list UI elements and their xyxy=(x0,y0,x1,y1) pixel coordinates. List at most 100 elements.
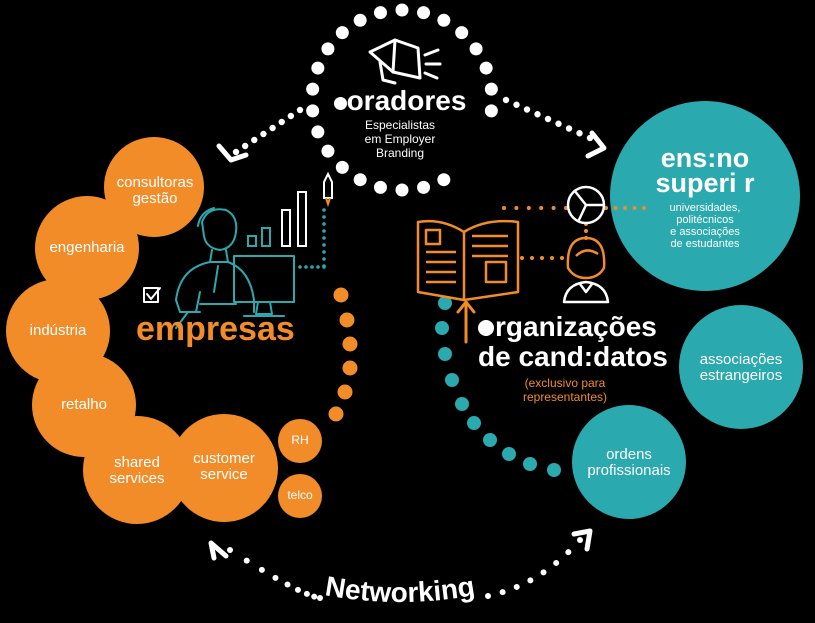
oradores-ring-dot xyxy=(321,42,335,56)
oradores-ring-dot xyxy=(353,13,367,27)
connector-dot xyxy=(642,206,646,210)
arrow-dot xyxy=(513,101,520,108)
networking-dot xyxy=(485,593,491,599)
teal-arc-dot xyxy=(483,433,497,447)
office-worker-icon xyxy=(143,207,295,329)
organizacoes-title-line1: rganizações xyxy=(478,312,678,342)
oradores-subtitle: Especialistas em Employer Branding xyxy=(340,118,460,160)
megaphone-icon xyxy=(368,38,442,85)
oradores-ring-dot xyxy=(306,104,320,118)
connector-dot xyxy=(584,229,588,233)
connector-dot xyxy=(540,256,544,260)
connector-dot xyxy=(560,256,564,260)
oradores-ring-dot xyxy=(335,160,349,174)
orange-arc-dot xyxy=(342,360,358,376)
dotted-arrows xyxy=(227,96,594,601)
bubble-ordens xyxy=(572,405,686,519)
connector-dot xyxy=(502,206,506,210)
oradores-ring-dot xyxy=(353,173,367,187)
oradores-ring-dot xyxy=(321,144,335,158)
arrowhead-right-top xyxy=(585,130,607,159)
oradores-ring-dot xyxy=(437,13,451,27)
oradores-ring-dot xyxy=(395,3,409,17)
sector-rh: RH xyxy=(291,433,309,447)
bubble-customer-service xyxy=(170,414,278,522)
organizacoes-title: rganizações de cand:datos xyxy=(478,312,678,372)
arrow-dot xyxy=(241,142,249,150)
connector-dot xyxy=(623,206,627,210)
arrow-dot xyxy=(296,106,304,114)
book-icon xyxy=(416,219,520,302)
connector-dot xyxy=(551,206,556,210)
connector-dot xyxy=(304,265,308,269)
connector-dot xyxy=(310,265,314,269)
networking-dot xyxy=(499,589,506,596)
oradores-ring-dot xyxy=(417,6,431,20)
sector-industria: indústria xyxy=(29,322,87,339)
arrow-dot xyxy=(269,124,276,132)
arrow-dot xyxy=(565,125,573,132)
organizacoes-note-line: (exclusivo para xyxy=(524,376,606,390)
bubble-rh xyxy=(278,419,322,463)
teal-arc-dot xyxy=(438,296,452,310)
teal-arc-dot xyxy=(445,373,459,387)
oradores-ring-dot xyxy=(417,180,431,194)
arrowhead-left-top xyxy=(216,143,249,163)
teal-arc-dot xyxy=(502,447,516,461)
oradores-ring-dot xyxy=(373,180,387,194)
oradores-ring-dot xyxy=(311,61,325,75)
ensino-desc-line: universidades, xyxy=(669,202,741,214)
connector-dot xyxy=(322,229,326,233)
networking-label: Networking xyxy=(323,570,477,608)
networking-dot xyxy=(258,566,265,573)
orange-dotted-arc xyxy=(328,287,358,422)
bubble-ensino-superior xyxy=(610,101,800,291)
connector-dot xyxy=(514,206,519,210)
ensino-description: universidades, politécnicos e associaçõe… xyxy=(636,202,774,250)
arrow-dot xyxy=(544,115,552,123)
sector-customer-service: customer service xyxy=(193,450,255,483)
oradores-ring xyxy=(306,3,498,197)
sector-telco: telco xyxy=(287,488,313,502)
arrow-dot xyxy=(287,112,295,120)
connector-dot xyxy=(550,256,554,260)
arrow-dot xyxy=(278,118,285,126)
oradores-subtitle-line: em Employer xyxy=(364,132,436,146)
networking-dot xyxy=(540,569,547,576)
oradores-ring-dot xyxy=(306,82,320,96)
arrow-dot xyxy=(576,130,583,137)
ensino-title-line1: ens:no xyxy=(660,143,750,173)
teal-dotted-arc xyxy=(435,296,561,477)
connector-dot xyxy=(322,257,326,261)
oradores-subtitle-line: Branding xyxy=(375,146,425,160)
connector-dot xyxy=(526,206,531,210)
teal-arc-dot xyxy=(523,457,537,471)
connector-dot xyxy=(322,236,326,240)
bubble-shared-services xyxy=(83,416,191,524)
ordens-label: ordens profissionais xyxy=(587,446,671,479)
orange-arc-dot xyxy=(328,406,344,422)
arrow-dot xyxy=(260,130,267,138)
connector-dot xyxy=(613,206,618,210)
networking-dot xyxy=(272,574,279,581)
ensino-desc-line: de estudantes xyxy=(670,238,740,250)
connector-dot xyxy=(520,256,524,260)
empresas-title: empresas xyxy=(136,310,295,348)
oradores-title: oradores xyxy=(332,86,468,115)
arrow-dot xyxy=(502,96,510,104)
pie-chart-icon xyxy=(566,185,606,225)
oradores-ring-dot xyxy=(455,26,469,40)
networking-dot xyxy=(303,590,310,597)
connector-dot xyxy=(298,265,302,269)
connector-dot xyxy=(322,264,326,268)
associacoes-label: associações estrangeiros xyxy=(699,351,783,384)
oradores-ring-dot xyxy=(311,125,325,139)
connector-dot xyxy=(322,243,326,247)
networking-dot xyxy=(565,549,572,556)
sector-engenharia: engenharia xyxy=(49,239,125,256)
ensino-title-line2: superi r xyxy=(655,168,755,198)
networking-dot xyxy=(527,577,534,584)
arrow-dot xyxy=(523,106,531,113)
sector-retalho: retalho xyxy=(61,396,107,413)
